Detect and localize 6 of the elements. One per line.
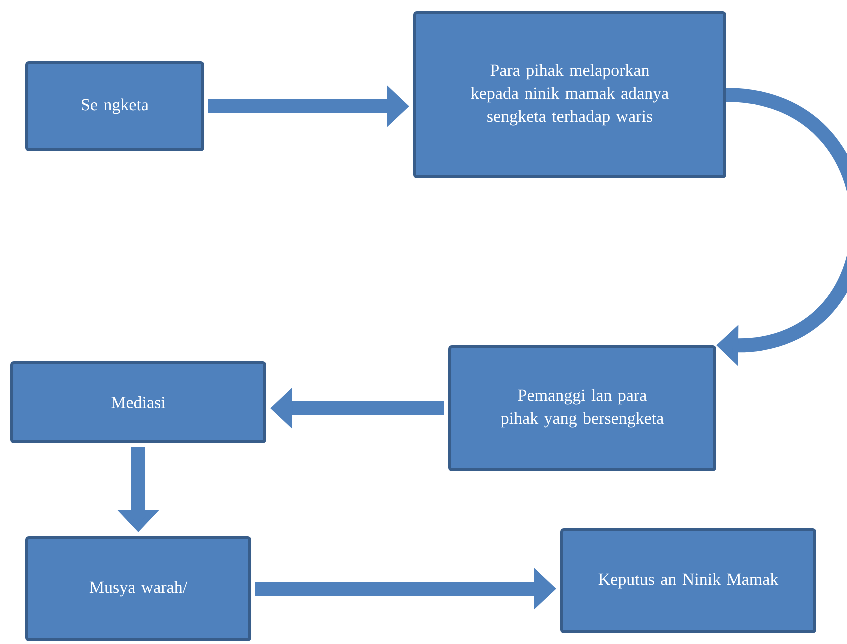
process-box: Musya warah/ bbox=[26, 536, 252, 642]
process-box: Pemanggi lan para pihak yang bersengketa bbox=[448, 345, 716, 472]
process-box: Para pihak melaporkan kepada ninik mamak adanya sengketa terhadap waris bbox=[414, 11, 726, 178]
process-box: Se ngketa bbox=[26, 62, 204, 152]
process-box: Keputus an Ninik Mamak bbox=[560, 528, 816, 634]
process-box: Mediasi bbox=[10, 361, 266, 444]
